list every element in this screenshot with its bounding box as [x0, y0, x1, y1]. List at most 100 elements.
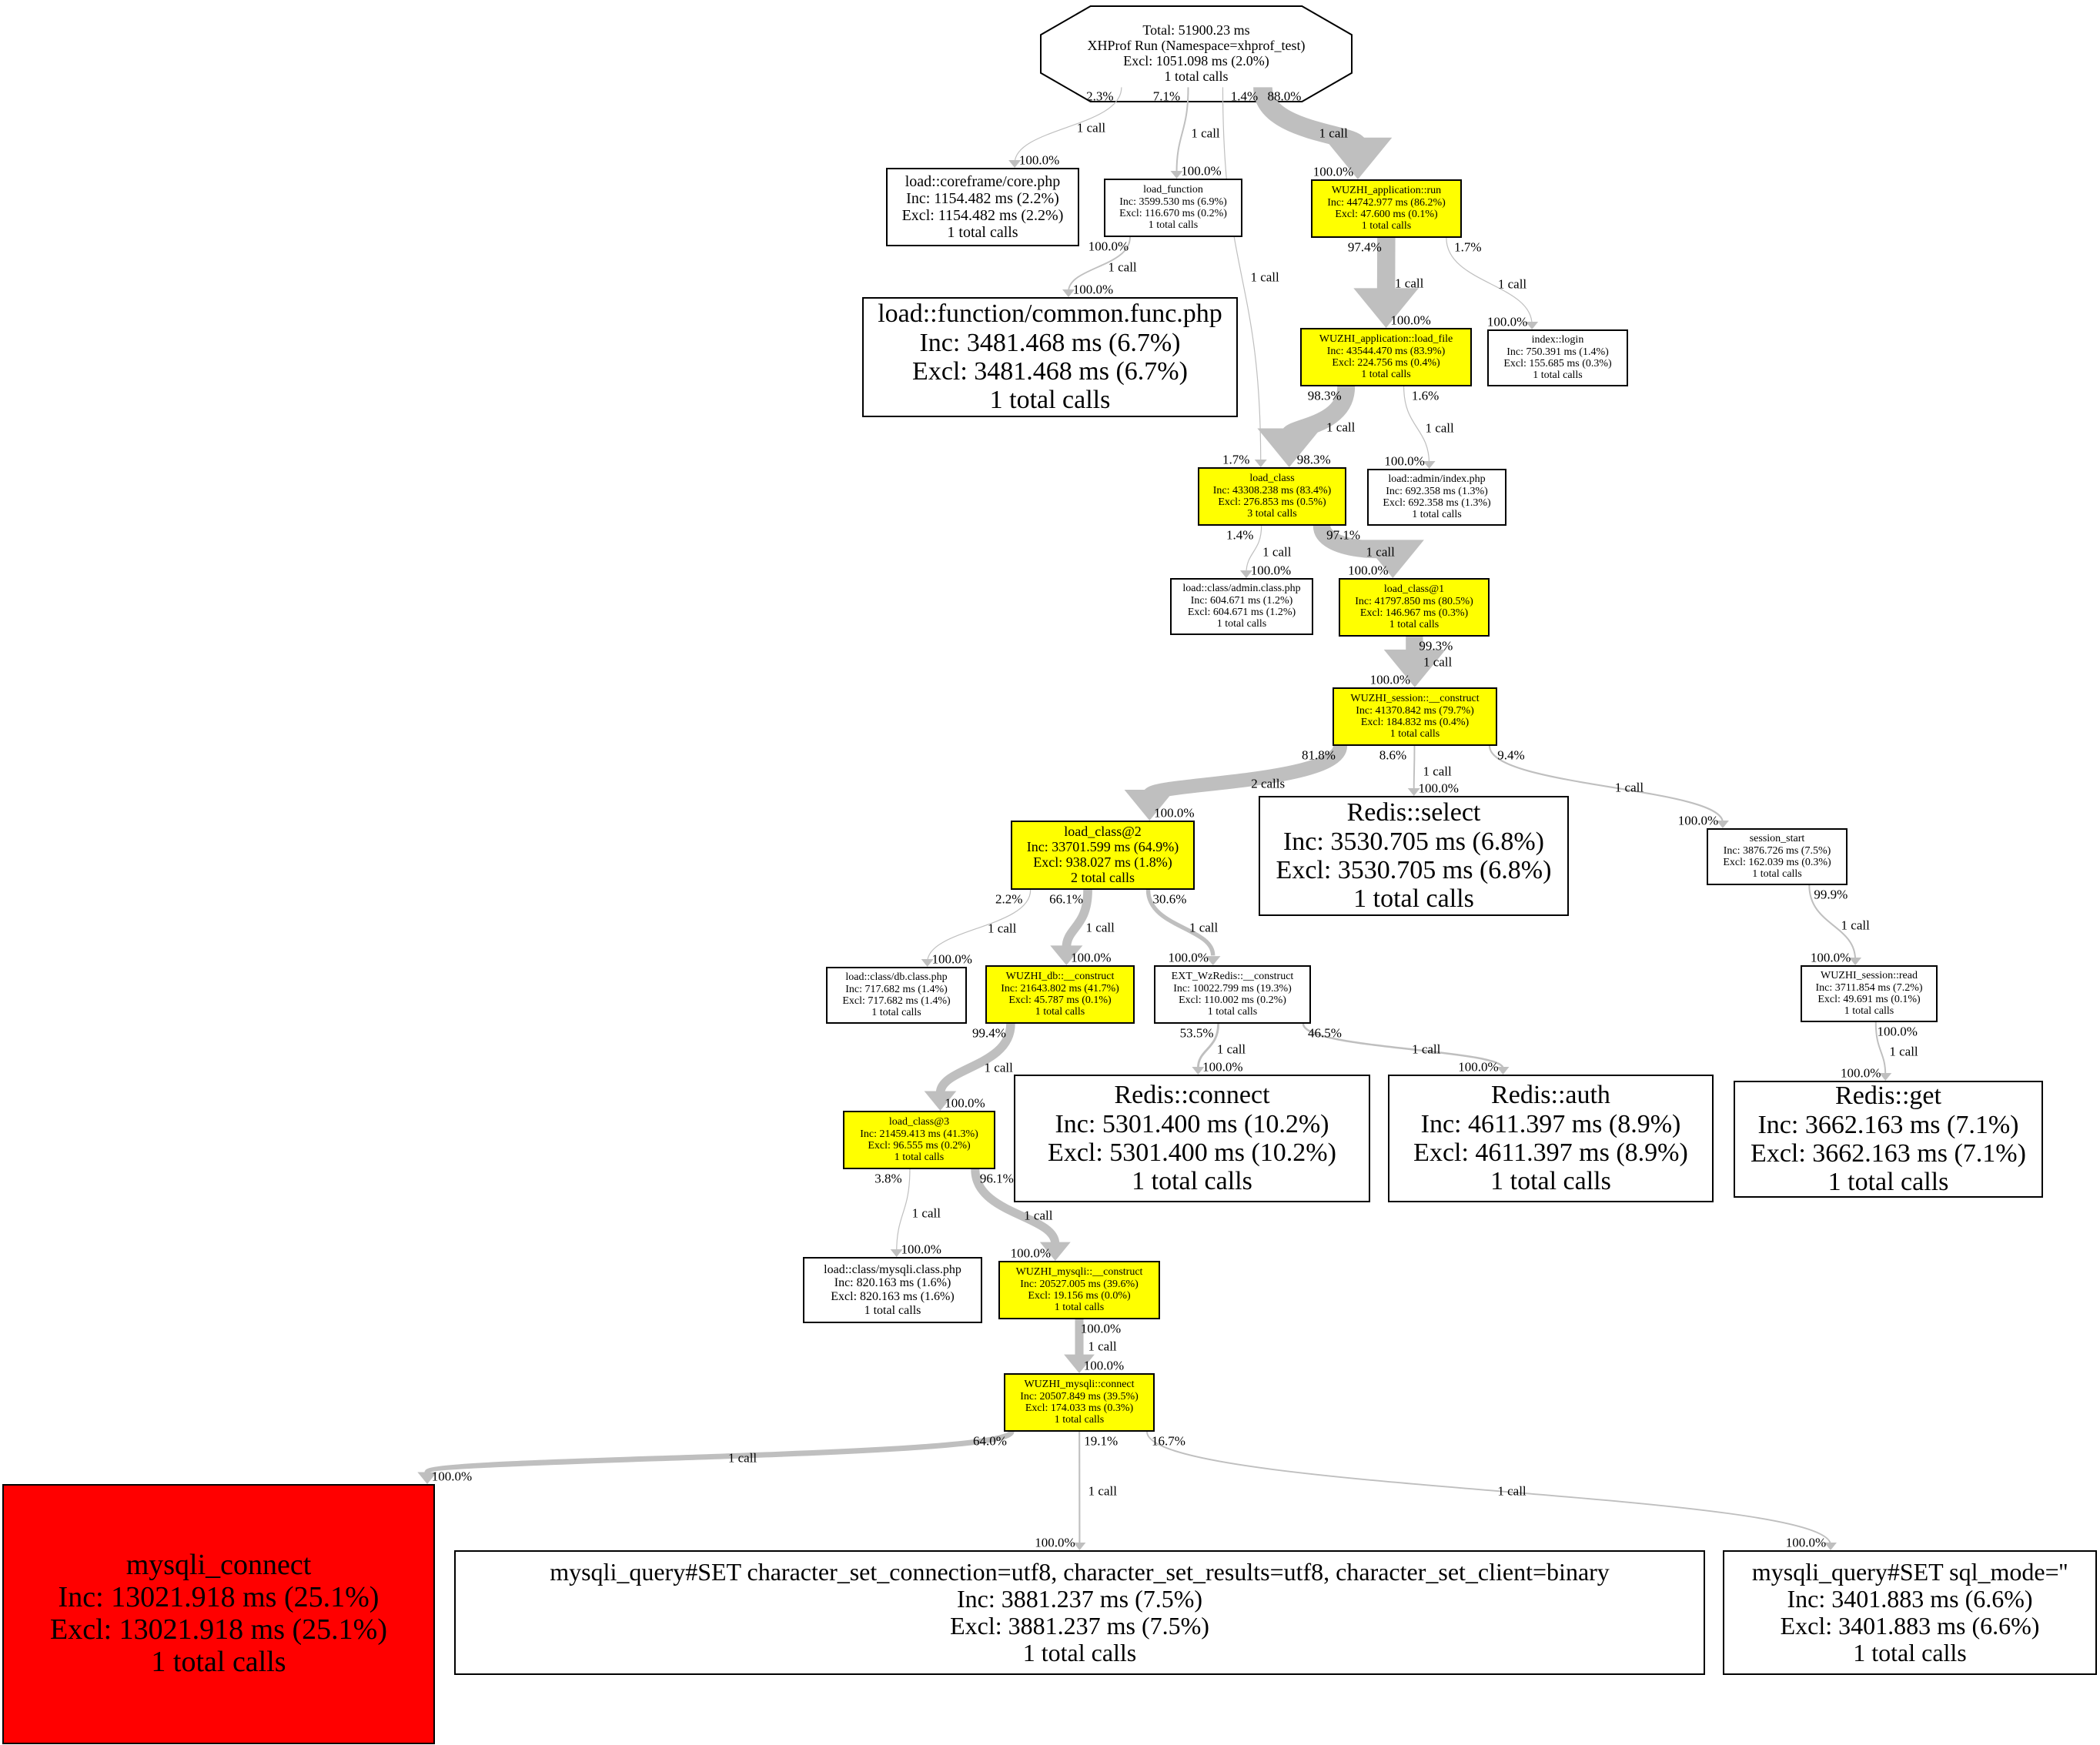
edge-head-label: 100.0% [1181, 163, 1222, 179]
node-stat: 1 total calls [989, 386, 1111, 415]
edge-calls-label: 1 call [727, 1450, 757, 1466]
node-stat: Inc: 44742.977 ms (86.2%) [1327, 196, 1446, 209]
node-stat: Inc: 3876.726 ms (7.5%) [1723, 844, 1831, 857]
edge-tail-label: 7.1% [1152, 89, 1181, 104]
node-stat: 1 total calls [151, 1645, 286, 1678]
node-stat: Excl: 3662.163 ms (7.1%) [1751, 1139, 2026, 1168]
node-title: WUZHI_mysqli::connect [1024, 1379, 1135, 1391]
edge-arrowhead [1361, 540, 1424, 578]
edge-tail-label: 99.9% [1814, 887, 1848, 902]
node-stat: 1 total calls [1164, 68, 1229, 84]
node-stat: Inc: 4611.397 ms (8.9%) [1420, 1109, 1681, 1138]
edge-sessionstart-to-sessionread [1808, 884, 1857, 960]
node-stat: Inc: 1154.482 ms (2.2%) [906, 190, 1059, 207]
edge-loadfile-to-adminindex [1403, 386, 1430, 465]
edge-arrowhead [1050, 945, 1083, 965]
edge-calls-label: 1 call [1889, 1044, 1918, 1059]
node-stat: 1 total calls [1361, 369, 1411, 381]
node-title: Redis::get [1835, 1081, 1941, 1111]
node-stat: Excl: 110.002 ms (0.2%) [1179, 995, 1286, 1006]
edge-head-label: 100.0% [1785, 1535, 1827, 1550]
node-stat: Excl: 155.685 ms (0.3%) [1503, 358, 1612, 369]
edge-tail-label: 64.0% [973, 1433, 1007, 1449]
node-title: load_class@2 [1064, 824, 1142, 840]
edge-head-label: 100.0% [1083, 1358, 1125, 1373]
node-title: index::login [1531, 334, 1584, 346]
node-stat: Inc: 41370.842 ms (79.7%) [1356, 704, 1474, 717]
edge-head-label: 100.0% [1202, 1059, 1243, 1075]
edge-head-label: 100.0% [1072, 282, 1114, 297]
edge-calls-label: 1 call [1423, 764, 1452, 778]
edge-calls-label: 1 call [1497, 1483, 1527, 1499]
edge-head-label: 100.0% [431, 1469, 473, 1484]
edge-extredis-to-redisconnect [1196, 1023, 1220, 1068]
edge-tail-label: 2.3% [1086, 89, 1114, 104]
node-stat: Inc: 750.391 ms (1.4%) [1506, 346, 1609, 358]
edge-tail-label: 99.3% [1419, 638, 1453, 654]
edge-dbconstruct-to-loadclass3 [935, 1023, 1015, 1095]
node-stat: Inc: 3599.530 ms (6.9%) [1119, 196, 1227, 208]
node-stat: Inc: 5301.400 ms (10.2%) [1055, 1109, 1329, 1138]
edge-tail-label: 3.8% [874, 1171, 902, 1186]
node-title: session_start [1749, 833, 1805, 845]
edge-head-label: 100.0% [1677, 813, 1719, 828]
node-title: Redis::connect [1114, 1081, 1270, 1110]
edge-calls-label: 1 call [1425, 420, 1454, 435]
node-stat: Excl: 3881.237 ms (7.5%) [950, 1612, 1209, 1640]
edge-tail-label: 46.5% [1308, 1025, 1342, 1041]
edge-calls-label: 1 call [1614, 780, 1644, 794]
edge-tail-label: 97.4% [1347, 239, 1382, 255]
edge-tail-label: 16.7% [1152, 1433, 1185, 1449]
node-querycharset[interactable]: mysqli_query#SET character_set_connectio… [454, 1550, 1705, 1675]
node-stat: Inc: 3711.854 ms (7.2%) [1815, 981, 1923, 994]
node-stat: Inc: 33701.599 ms (64.9%) [1026, 839, 1179, 855]
edge-tail-label: 1.6% [1411, 388, 1440, 403]
node-title: Redis::auth [1491, 1081, 1610, 1110]
node-stat: Inc: 3530.705 ms (6.8%) [1282, 827, 1544, 856]
edge-arrowhead [1824, 1543, 1837, 1550]
edge-arrowhead [921, 959, 934, 967]
edge-arrowhead [1254, 460, 1267, 467]
node-stat: 2 total calls [1071, 869, 1135, 885]
node-stat: 1 total calls [871, 1007, 921, 1019]
node-stat: 1 total calls [1216, 618, 1267, 630]
node-stat: 1 total calls [947, 224, 1018, 241]
edge-tail-label: 1.4% [1226, 527, 1254, 543]
edge-arrowhead [1526, 322, 1539, 329]
edge-tail-label: 1.4% [1230, 89, 1259, 104]
node-querysqlmode[interactable]: mysqli_query#SET sql_mode=''Inc: 3401.88… [1723, 1550, 2097, 1675]
node-stat: 1 total calls [1361, 220, 1412, 232]
node-stat: 1 total calls [1207, 1006, 1258, 1018]
node-stat: Excl: 692.358 ms (1.3%) [1383, 497, 1491, 509]
node-title: WUZHI_session::__construct [1350, 693, 1480, 705]
edge-head-label: 100.0% [901, 1242, 941, 1257]
node-stat: Inc: 3481.468 ms (6.7%) [919, 328, 1181, 357]
node-stat: Excl: 820.163 ms (1.6%) [831, 1290, 955, 1303]
